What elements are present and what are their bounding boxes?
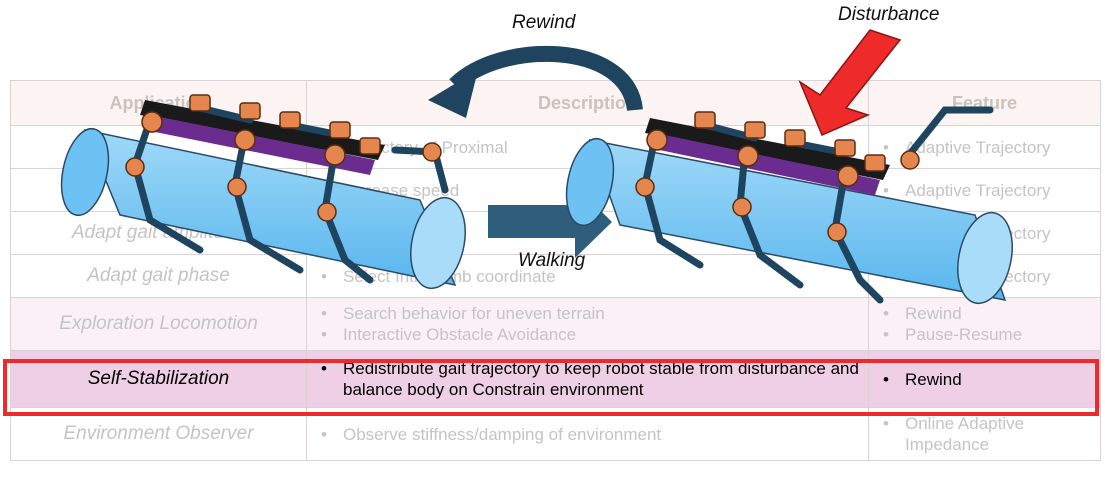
header-description: Description xyxy=(306,80,869,126)
header-application: Application xyxy=(10,80,307,126)
row-app: Environment Observer xyxy=(10,407,307,461)
row-app: Self-Stabilization xyxy=(10,350,307,408)
row-app: Adapt gait phase xyxy=(10,254,307,298)
table-row: Adapt Increase speed Adaptive Trajectory xyxy=(10,168,1101,212)
walking-label: Walking xyxy=(518,250,586,271)
row-feature: Adaptive Trajectory xyxy=(879,266,1100,287)
row-feature: Adaptive Trajectory xyxy=(879,223,1100,244)
table-row: Environment Observer Observe stiffness/d… xyxy=(10,407,1101,461)
row-desc: Observe stiffness/damping of environment xyxy=(317,424,868,445)
header-feature: Feature xyxy=(868,80,1101,126)
table-row: Trajectory of Proximal Adaptive Trajecto… xyxy=(10,125,1101,169)
row-desc: Interactive Obstacle Avoidance xyxy=(317,324,868,345)
row-desc: Select Intra-Limb coordinate xyxy=(317,266,868,287)
table-row: Adapt gait amplitude obstacle Adaptive T… xyxy=(10,211,1101,255)
row-feature: Rewind xyxy=(879,303,1100,324)
table-row-highlighted: Self-Stabilization Redistribute gait tra… xyxy=(10,350,1101,408)
row-app: Adapt gait amplitude xyxy=(10,211,307,255)
row-app: Exploration Locomotion xyxy=(10,297,307,351)
rewind-label: Rewind xyxy=(512,12,576,33)
row-feature: Pause-Resume xyxy=(879,324,1100,345)
row-desc: Increase speed xyxy=(317,180,868,201)
table-row: Exploration Locomotion Search behavior f… xyxy=(10,297,1101,351)
row-feature: Rewind xyxy=(879,369,1100,390)
row-desc: obstacle xyxy=(317,223,868,244)
row-desc: Trajectory of Proximal xyxy=(317,137,868,158)
row-app xyxy=(10,125,307,169)
row-feature: Adaptive Trajectory xyxy=(879,180,1100,201)
row-app: Adapt xyxy=(10,168,307,212)
row-feature: Online Adaptive Impedance xyxy=(879,413,1100,455)
row-desc: Search behavior for uneven terrain xyxy=(317,303,868,324)
disturbance-label: Disturbance xyxy=(838,4,940,25)
row-desc: Redistribute gait trajectory to keep rob… xyxy=(317,358,868,400)
row-feature: Adaptive Trajectory xyxy=(879,137,1100,158)
